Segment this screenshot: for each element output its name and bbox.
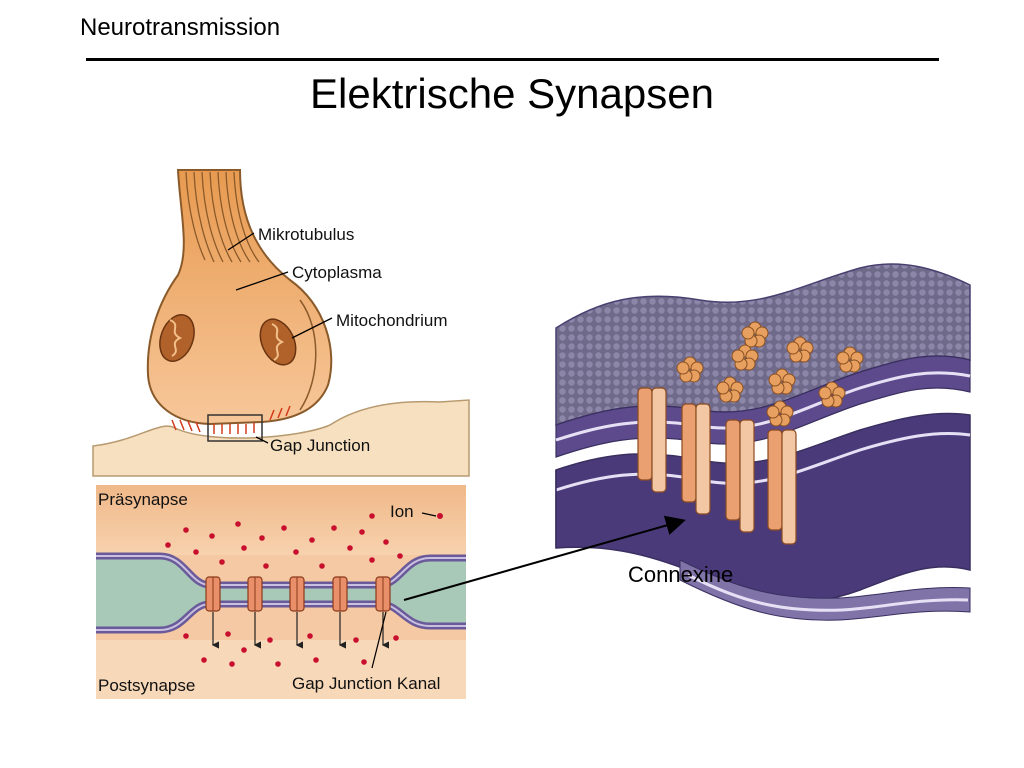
- label-gap-junction: Gap Junction: [270, 436, 370, 455]
- gap-junction-box: [207, 414, 263, 442]
- connexon-rosettes: [676, 321, 864, 427]
- label-cytoplasm: Cytoplasma: [292, 263, 382, 282]
- label-mitochondrion: Mitochondrium: [336, 311, 448, 330]
- microtubule-lines: [185, 171, 260, 263]
- mitochondrion-right: [259, 318, 297, 366]
- pointer-arrow: [403, 515, 686, 601]
- lower-membrane: [555, 412, 971, 603]
- postsynaptic-cell: [92, 399, 470, 477]
- ions: [165, 513, 443, 667]
- label-postsynapse: Postsynapse: [98, 676, 195, 695]
- label-ion: Ion: [390, 502, 414, 521]
- label-gap-junction-channel: Gap Junction Kanal: [292, 674, 440, 693]
- gap-junction-ticks: [171, 405, 291, 434]
- membrane-block-illustration: [403, 263, 971, 621]
- header-rule: [86, 58, 939, 61]
- slide-title: Elektrische Synapsen: [310, 70, 714, 117]
- slide-header: Neurotransmission: [80, 14, 281, 41]
- gap-junction-channels: [205, 576, 391, 649]
- terminal-illustration: Mikrotubulus Cytoplasma Mitochondrium Ga…: [92, 168, 470, 477]
- label-presynapse: Präsynapse: [98, 490, 188, 509]
- label-connexine: Connexine: [628, 562, 734, 587]
- ion-flow-illustration: Präsynapse Ion Postsynapse Gap Junction …: [96, 485, 466, 699]
- mitochondrion-left: [159, 314, 195, 362]
- connexin-channels: [637, 387, 797, 545]
- label-microtubule: Mikrotubulus: [258, 225, 354, 244]
